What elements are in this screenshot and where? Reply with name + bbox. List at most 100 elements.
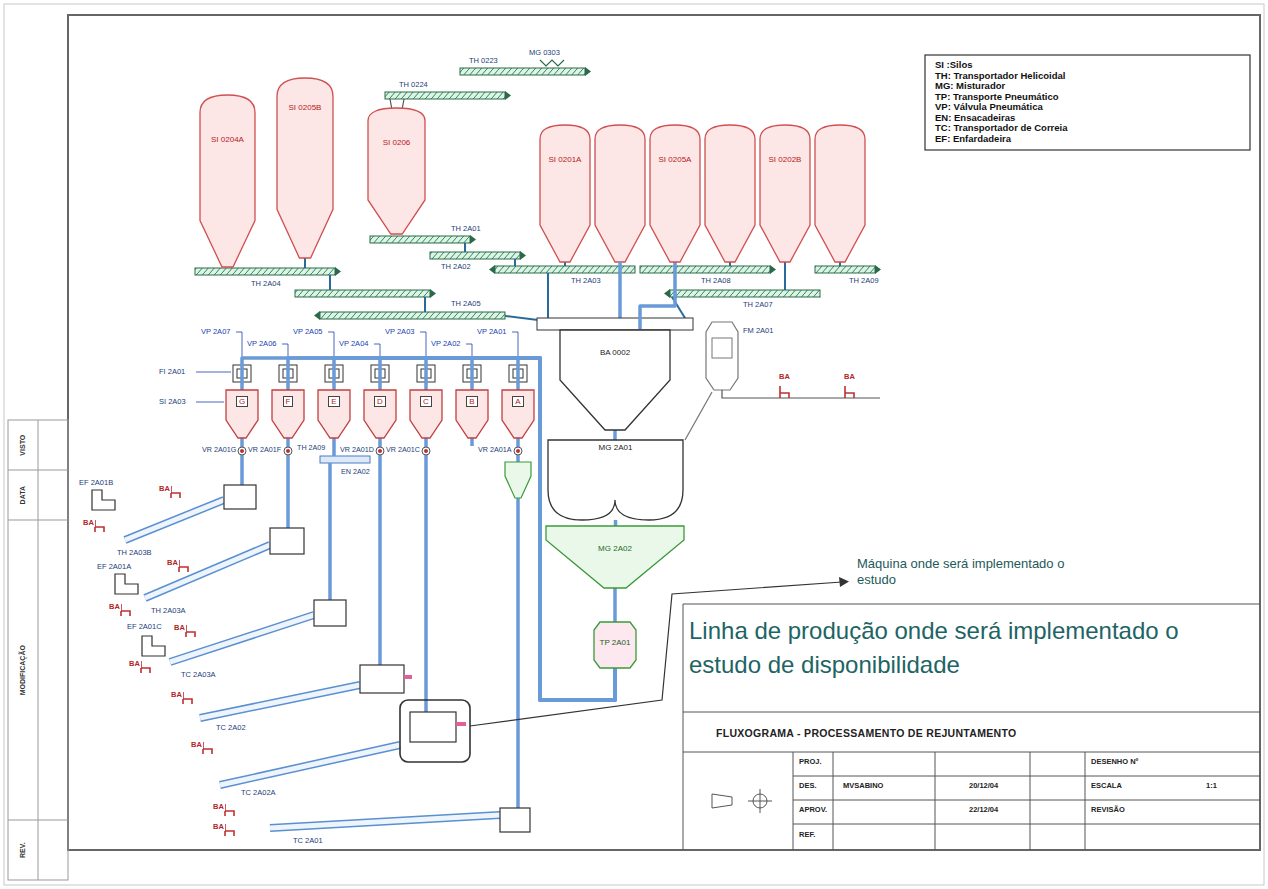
screw-conveyor [540, 60, 564, 66]
equipment-tag: FI 2A01 [158, 367, 186, 376]
belt-conveyor [125, 500, 500, 828]
sheet-frame [68, 15, 1260, 850]
screw-conveyor [664, 289, 670, 298]
storage-silo [815, 125, 865, 262]
equipment-tag: TC 2A02 [215, 723, 247, 732]
equipment-tag: TC 2A03A [180, 670, 217, 679]
equipment-tag: SI 0202B [769, 155, 802, 164]
operator-seat [95, 520, 104, 532]
mixer-vessel: MG 2A01 [548, 440, 683, 520]
sheet-frame [8, 420, 68, 880]
discharge-pipe [240, 438, 244, 485]
cyclone [505, 462, 531, 498]
equipment-tag: EF 2A01C [126, 622, 163, 631]
belt-conveyor [220, 745, 400, 785]
baler-machine [92, 490, 115, 510]
equipment-tag: SI 0201A [549, 155, 582, 164]
title-block [748, 789, 772, 813]
bagging-machine [224, 485, 256, 509]
legend-entry: SI :Silos [935, 60, 972, 70]
node-text-group: D [364, 390, 396, 407]
rotary-valve [378, 449, 382, 453]
equipment-tag: TC 2A02A [240, 788, 277, 797]
storage-silo-outline [368, 108, 425, 234]
rotary-valve [514, 447, 522, 455]
belt-conveyor [170, 615, 314, 662]
transfer-chute [547, 273, 549, 318]
equipment-tag: TH 2A07 [742, 300, 774, 309]
storage-silo-outline [650, 125, 700, 262]
equipment-tag: TH 2A08 [700, 276, 732, 285]
valve-tag: VP 2A06 [246, 339, 277, 348]
transfer-chute [514, 259, 516, 266]
weigh-hopper-outline [560, 330, 670, 430]
rotary-valve [376, 447, 384, 455]
equipment-tag: TH 2A09 [848, 276, 880, 285]
storage-silo: SI 0205A [650, 125, 700, 262]
screw-conveyor [670, 290, 820, 297]
title-block-cell: ESCALA [1090, 781, 1123, 790]
weigh-hopper: BA 0002 [560, 330, 670, 430]
equipment-tag: TH 2A03 [570, 276, 602, 285]
screw-conveyor [295, 290, 430, 297]
screw-conveyor [875, 265, 881, 274]
equipment-tag: TH 2A03A [150, 606, 187, 615]
equipment-tag: VR 2A01A [477, 446, 513, 455]
valve-tag: VP 2A07 [200, 327, 231, 336]
storage-silo-outline [200, 95, 255, 267]
valve-tag: VP 2A05 [292, 327, 323, 336]
operator-seat [780, 386, 789, 398]
operator-seat [225, 804, 234, 816]
equipment-tag: E [328, 396, 339, 407]
discharge-pipe [424, 438, 428, 712]
title-block-cell: 22/12/04 [968, 805, 999, 814]
legend-entry: TC: Transportador de Correia [935, 123, 1068, 133]
screw-conveyor [385, 92, 505, 99]
discharge-pipe [516, 438, 520, 462]
storage-silo-outline [200, 95, 255, 267]
rotary-valve [422, 447, 430, 455]
product-silo: F [272, 390, 304, 438]
belt-conveyor [170, 615, 314, 662]
legend-frame [925, 55, 1250, 150]
node-text-group: E [318, 390, 350, 407]
pipe-connector [613, 430, 617, 440]
operator-seat [179, 560, 188, 572]
feed-pipe [618, 262, 622, 318]
belt-conveyor [145, 545, 270, 598]
equipment-tag: SI 0205A [659, 155, 692, 164]
equipment-tag: SI 0204A [211, 135, 244, 144]
discharge-pipe [286, 438, 290, 528]
station-tag: BA [128, 659, 141, 668]
valve-tag: VP 2A03 [384, 327, 415, 336]
bagging-machine [400, 700, 470, 762]
baler-machine [142, 636, 165, 656]
equipment-tag: VR 2A01F [247, 446, 282, 455]
node-text-group: SI 0205A [650, 125, 700, 164]
operator-seat [845, 386, 854, 398]
product-silo-outline [272, 390, 304, 438]
product-silo: G [226, 390, 258, 438]
leader-line [196, 372, 231, 373]
product-silo: C [410, 390, 442, 438]
rotary-valve [238, 447, 522, 455]
operator-seat [186, 625, 195, 637]
equipment-tag: TH 2A02 [440, 262, 472, 271]
screw-conveyor [520, 251, 526, 260]
product-silo: B [456, 390, 488, 438]
screw-conveyor [640, 266, 770, 273]
product-silo: E [318, 390, 350, 438]
screw-conveyor [815, 266, 875, 273]
baler-machine [115, 574, 138, 594]
equipment-tag: A [512, 396, 523, 407]
equipment-tag: SI 0206 [383, 138, 411, 147]
bag-filter [706, 322, 738, 390]
operator-seat [203, 742, 212, 754]
storage-silo [595, 125, 645, 262]
operator-seat [225, 824, 234, 836]
discharge-pipe [332, 438, 336, 456]
station-tag: BA [190, 740, 203, 749]
bagging-machine [360, 665, 404, 693]
title-block [683, 604, 1260, 850]
weigh-hopper-outline [560, 330, 670, 430]
